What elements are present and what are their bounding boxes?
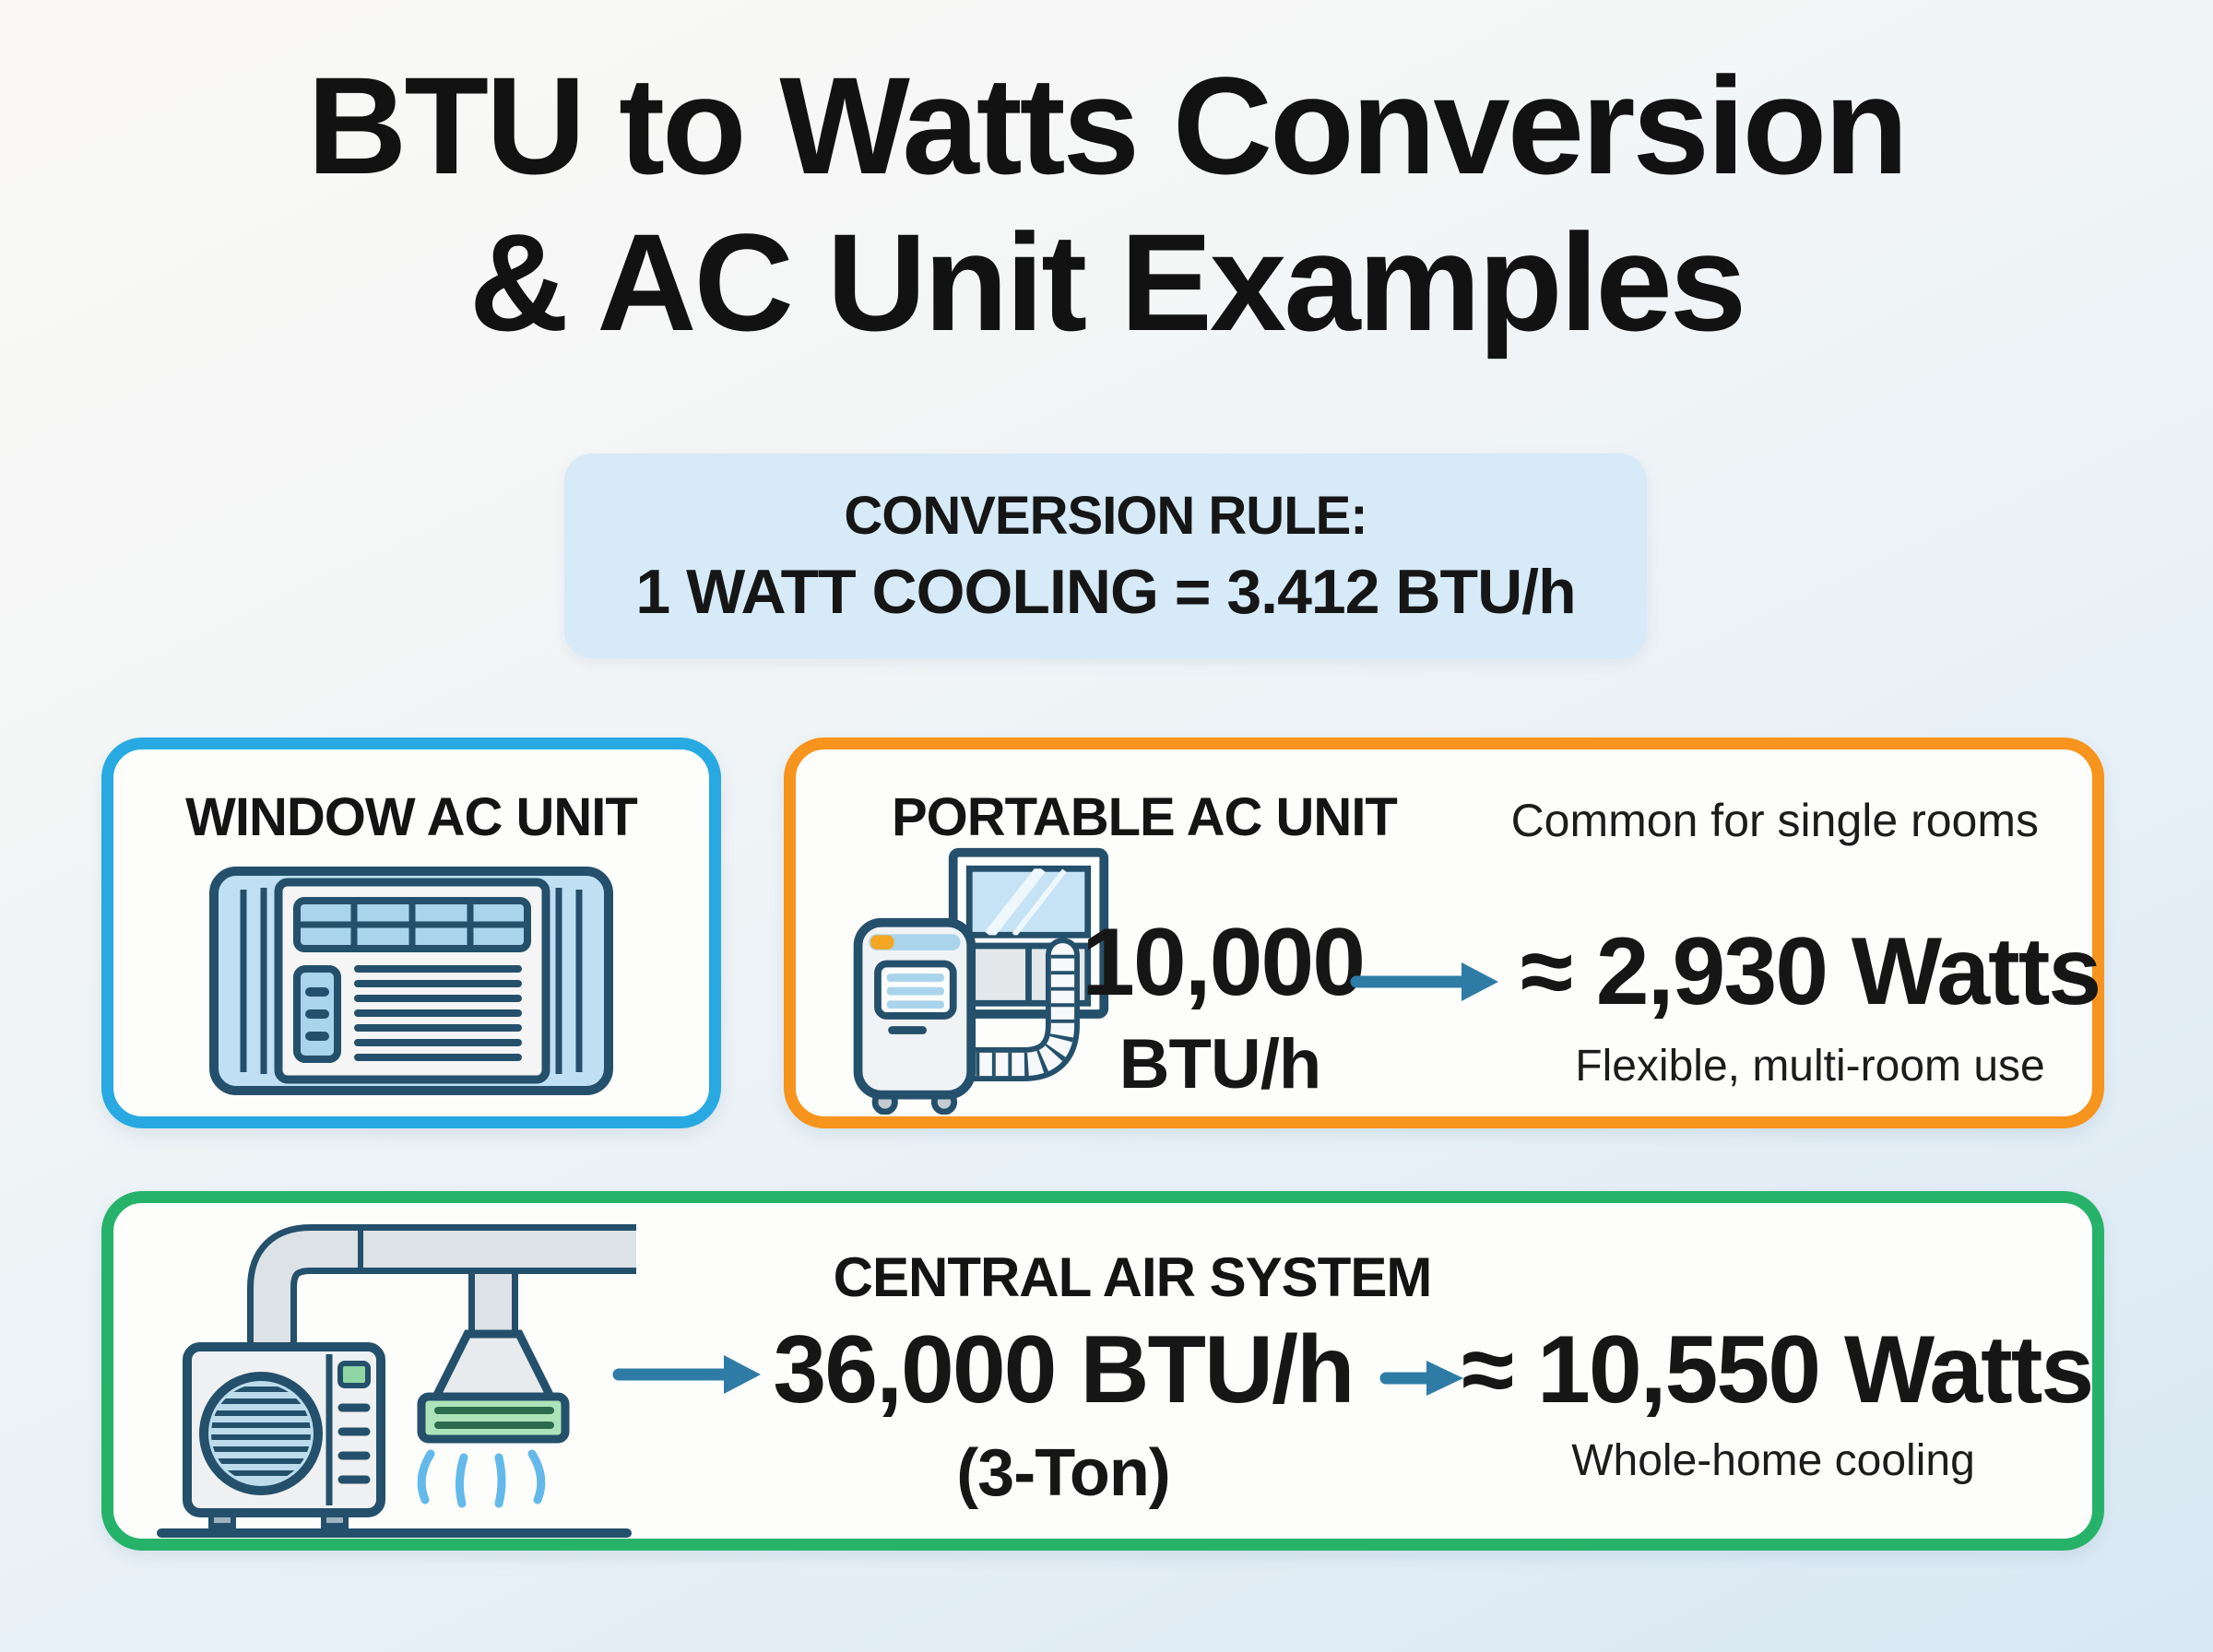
portable-ac-note: Common for single rooms (1510, 795, 2039, 846)
central-caption: Whole-home cooling (1571, 1436, 1975, 1485)
window-ac-card: WINDOW AC UNIT (101, 738, 721, 1128)
central-air-system-icon (157, 1224, 636, 1538)
central-air-title: CENTRAL AIR SYSTEM (833, 1246, 1433, 1308)
portable-btu-value-block: 10,000 BTU/h (1082, 909, 1366, 1104)
portable-btu-value: 10,000 (1082, 909, 1366, 1016)
right-arrow-icon (1350, 962, 1498, 1001)
page-title-line-1: BTU to Watts Conversion (307, 48, 1909, 203)
right-arrow-icon (1379, 1361, 1463, 1396)
portable-ac-title: PORTABLE AC UNIT (892, 787, 1398, 847)
right-arrow-icon (612, 1355, 761, 1394)
portable-watts-value: ≈ 2,930 Watts (1520, 918, 2101, 1025)
portable-ac-unit-icon (853, 847, 1109, 1115)
portable-ac-card: PORTABLE AC UNIT Common for single rooms (784, 738, 2104, 1128)
page-title-line-2: & AC Unit Examples (468, 204, 1746, 360)
conversion-rule-box: CONVERSION RULE: 1 WATT COOLING = 3.412 … (564, 454, 1647, 658)
page-title: BTU to Watts Conversion & AC Unit Exampl… (0, 48, 2213, 360)
central-tonnage: (3-Ton) (956, 1436, 1171, 1511)
central-watts-value: ≈ 10,550 Watts (1462, 1316, 2094, 1423)
window-ac-unit-icon (209, 867, 613, 1095)
central-btu-value-block: 36,000 BTU/h (3-Ton) (768, 1321, 1358, 1511)
portable-btu-unit: BTU/h (1118, 1025, 1322, 1104)
conversion-rule-heading: CONVERSION RULE: (844, 485, 1367, 546)
portable-caption: Flexible, multi-room use (1575, 1042, 2045, 1091)
window-ac-title: WINDOW AC UNIT (185, 787, 638, 847)
central-btu-value: 36,000 BTU/h (773, 1316, 1355, 1423)
central-watts-value-block: ≈ 10,550 Watts (1462, 1316, 2094, 1423)
central-air-card: CENTRAL AIR SYSTEM 36,000 BTU/h (3-Ton) … (101, 1191, 2104, 1551)
conversion-rule-formula: 1 WATT COOLING = 3.412 BTU/h (635, 556, 1576, 627)
